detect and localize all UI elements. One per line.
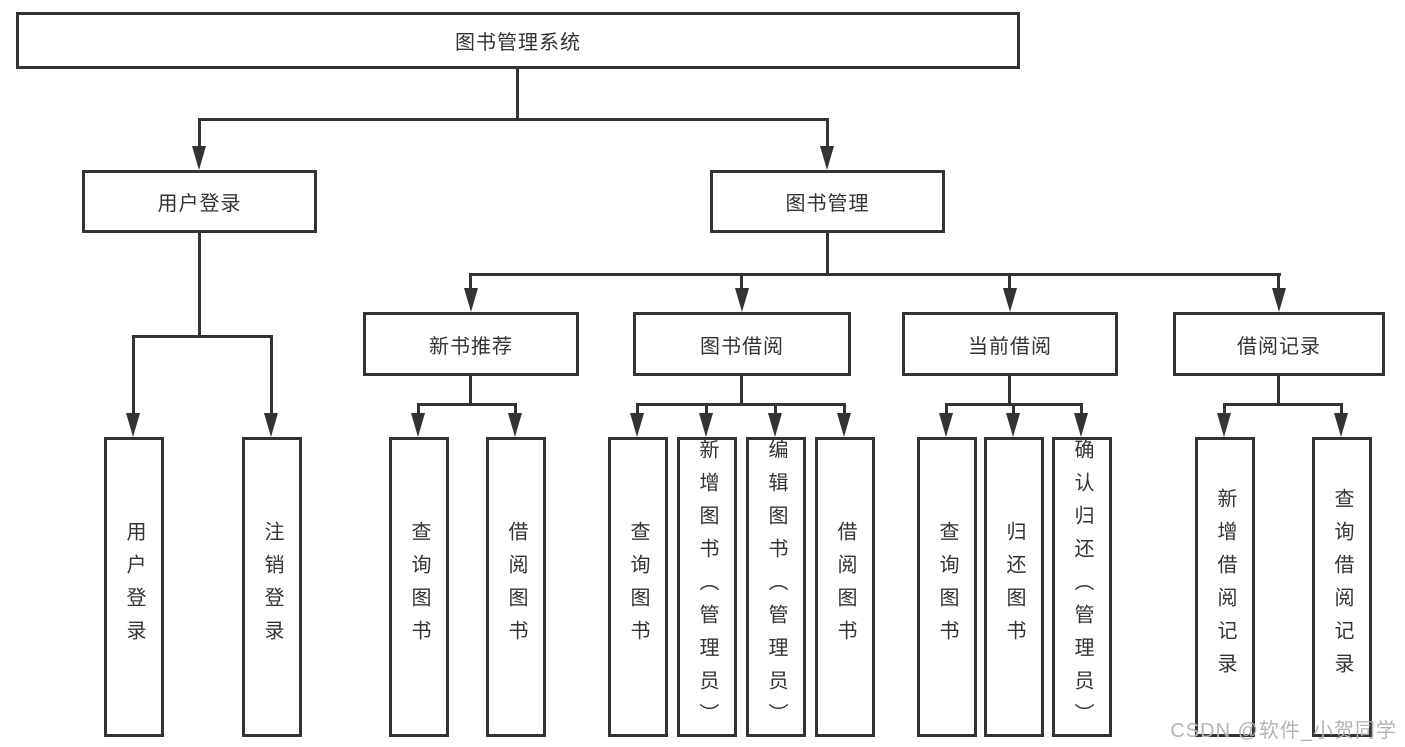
- node-leaf-label: 借阅图书: [834, 521, 856, 653]
- node-borrowing-records-label: 借阅记录: [1237, 335, 1321, 358]
- arrow-down-icon: [1006, 413, 1020, 437]
- node-leaf-label: 查询图书: [936, 521, 958, 653]
- node-leaf-label: 查询图书: [627, 521, 649, 653]
- node-leaf-user-login: 用户登录: [104, 437, 164, 737]
- node-leaf-add-books-admin: 新增图书（管理员）: [677, 437, 737, 737]
- connector-line: [843, 403, 846, 415]
- connector-line: [469, 273, 1281, 276]
- connector-line: [1008, 376, 1011, 405]
- connector-line: [1012, 403, 1015, 415]
- node-leaf-label: 查询借阅记录: [1331, 488, 1353, 686]
- arrow-down-icon: [768, 413, 782, 437]
- connector-line: [198, 233, 201, 335]
- connector-line: [945, 403, 948, 415]
- node-leaf-confirm-return-admin: 确认归还（管理员）: [1052, 437, 1112, 737]
- connector-line: [826, 118, 829, 148]
- arrow-down-icon: [464, 288, 478, 312]
- arrow-down-icon: [1272, 288, 1286, 312]
- arrow-down-icon: [508, 413, 522, 437]
- arrow-down-icon: [735, 288, 749, 312]
- node-leaf-label: 注销登录: [261, 521, 283, 653]
- connector-line: [1277, 376, 1280, 405]
- connector-line: [636, 403, 846, 406]
- node-root: 图书管理系统: [16, 12, 1020, 69]
- connector-line: [132, 335, 273, 338]
- arrow-down-icon: [939, 413, 953, 437]
- arrow-down-icon: [264, 413, 278, 437]
- connector-line: [516, 69, 519, 118]
- node-current-borrowing: 当前借阅: [902, 312, 1118, 376]
- connector-line: [1223, 403, 1343, 406]
- connector-line: [417, 403, 420, 415]
- node-new-book-recommend: 新书推荐: [363, 312, 579, 376]
- node-leaf-label: 新增图书（管理员）: [696, 438, 718, 736]
- node-book-management: 图书管理: [710, 170, 945, 233]
- node-user-login: 用户登录: [82, 170, 317, 233]
- connector-line: [1008, 273, 1011, 290]
- node-leaf-label: 查询图书: [408, 521, 430, 653]
- connector-line: [469, 376, 472, 405]
- connector-line: [417, 403, 517, 406]
- node-leaf-label: 确认归还（管理员）: [1071, 438, 1093, 736]
- node-leaf-query-books-current: 查询图书: [917, 437, 977, 737]
- arrow-down-icon: [820, 146, 834, 170]
- connector-line: [1340, 403, 1343, 415]
- connector-line: [826, 233, 829, 273]
- node-user-login-label: 用户登录: [157, 193, 242, 215]
- node-leaf-label: 用户登录: [123, 521, 145, 653]
- node-leaf-query-borrow-record: 查询借阅记录: [1312, 437, 1372, 737]
- node-leaf-label: 借阅图书: [505, 521, 527, 653]
- connector-line: [1277, 273, 1280, 290]
- arrow-down-icon: [1003, 288, 1017, 312]
- node-current-borrowing-label: 当前借阅: [968, 335, 1052, 358]
- node-leaf-label: 归还图书: [1003, 521, 1025, 653]
- connector-line: [198, 118, 201, 148]
- node-leaf-label: 新增借阅记录: [1214, 488, 1236, 686]
- node-leaf-query-books-borrowing: 查询图书: [608, 437, 668, 737]
- connector-line: [636, 403, 639, 415]
- node-leaf-logout: 注销登录: [242, 437, 302, 737]
- connector-line: [740, 273, 743, 290]
- arrow-down-icon: [126, 413, 140, 437]
- arrow-down-icon: [192, 146, 206, 170]
- node-leaf-borrow-books: 借阅图书: [815, 437, 875, 737]
- node-leaf-add-borrow-record: 新增借阅记录: [1195, 437, 1255, 737]
- csdn-watermark: CSDN @软件_小贺同学: [1170, 720, 1397, 742]
- node-book-borrowing-label: 图书借阅: [700, 335, 784, 358]
- arrow-down-icon: [699, 413, 713, 437]
- connector-line: [1223, 403, 1226, 415]
- node-leaf-query-books-recommend: 查询图书: [389, 437, 449, 737]
- connector-line: [774, 403, 777, 415]
- connector-line: [132, 335, 135, 415]
- arrow-down-icon: [630, 413, 644, 437]
- node-new-book-recommend-label: 新书推荐: [429, 335, 513, 358]
- arrow-down-icon: [411, 413, 425, 437]
- node-root-label: 图书管理系统: [455, 32, 581, 54]
- node-book-management-label: 图书管理: [785, 193, 870, 215]
- arrow-down-icon: [1217, 413, 1231, 437]
- connector-line: [514, 403, 517, 415]
- connector-line: [270, 335, 273, 415]
- connector-line: [469, 273, 472, 290]
- connector-line: [198, 118, 829, 121]
- connector-line: [705, 403, 708, 415]
- connector-line: [740, 376, 743, 405]
- arrow-down-icon: [1334, 413, 1348, 437]
- node-borrowing-records: 借阅记录: [1173, 312, 1385, 376]
- arrow-down-icon: [837, 413, 851, 437]
- arrow-down-icon: [1074, 413, 1088, 437]
- connector-line: [1080, 403, 1083, 415]
- node-leaf-edit-books-admin: 编辑图书（管理员）: [746, 437, 806, 737]
- node-leaf-label: 编辑图书（管理员）: [765, 438, 787, 736]
- node-leaf-borrow-books-recommend: 借阅图书: [486, 437, 546, 737]
- node-book-borrowing: 图书借阅: [633, 312, 851, 376]
- node-leaf-return-books: 归还图书: [984, 437, 1044, 737]
